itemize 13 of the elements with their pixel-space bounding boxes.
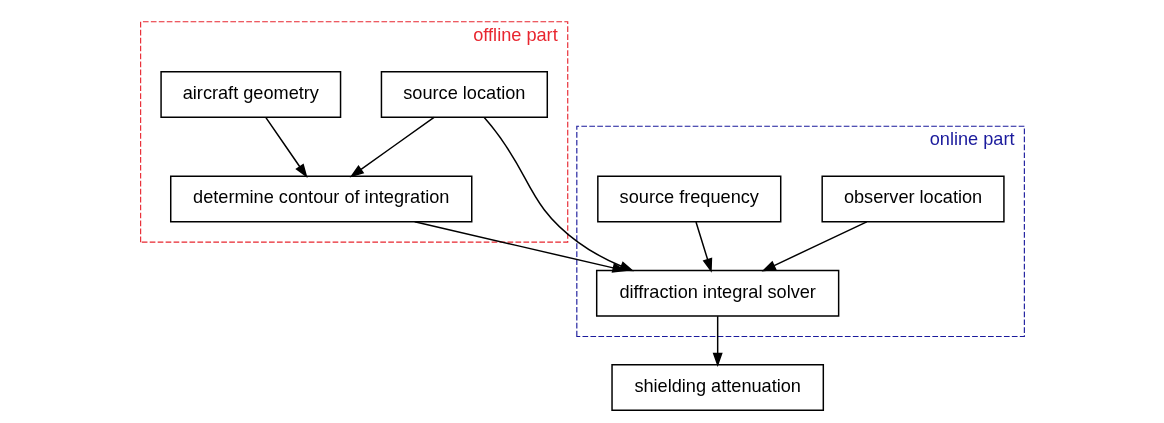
node-box: aircraft geometry <box>159 71 341 118</box>
node-box: shielding attenuation <box>610 364 824 411</box>
arrow <box>761 221 867 272</box>
node-box: observer location <box>820 175 1005 223</box>
node-box: source frequency <box>596 175 781 223</box>
arrow <box>264 116 308 179</box>
node-box: diffraction integral solver <box>595 269 839 317</box>
node-box: source location <box>380 71 548 118</box>
arrow <box>413 221 627 273</box>
arrow <box>712 315 723 368</box>
node-box: determine contour of integration <box>169 175 472 223</box>
arrow <box>349 116 435 178</box>
arrow <box>694 221 712 273</box>
